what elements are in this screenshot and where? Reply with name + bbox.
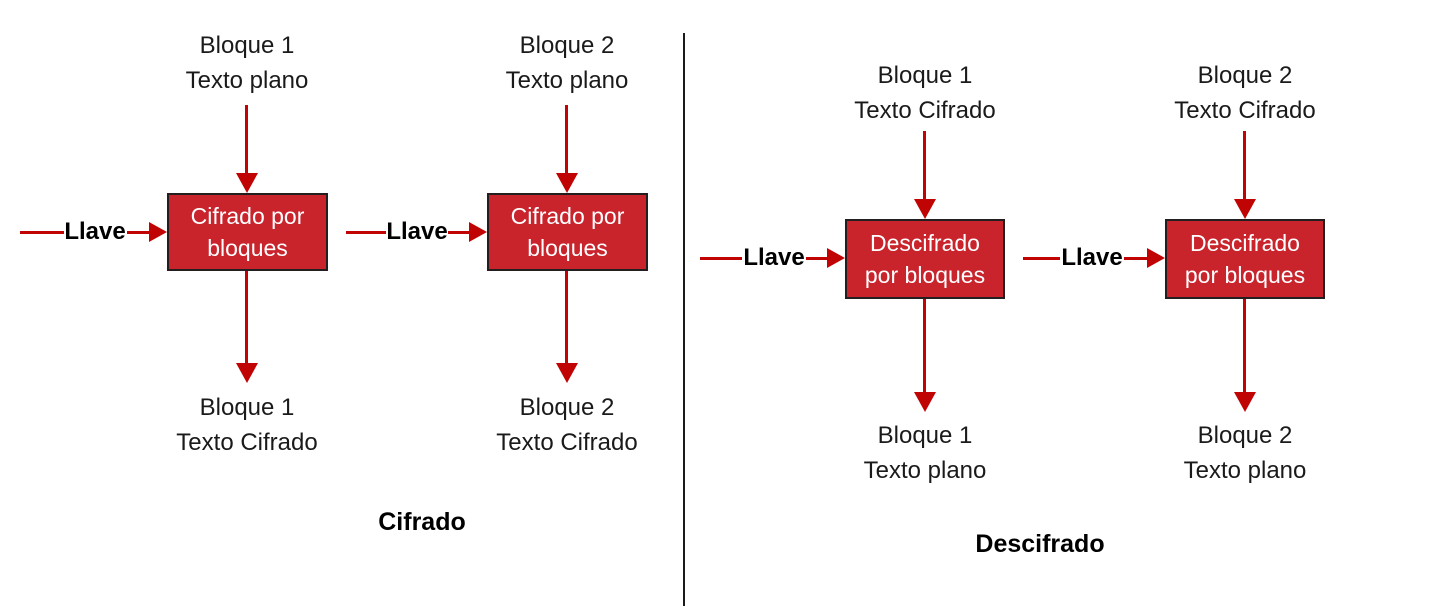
block-label-line: Texto plano <box>1183 457 1307 484</box>
decryption-col2-input-label: Bloque 2 Texto Cifrado <box>1145 58 1345 128</box>
block-label-line: Texto Cifrado <box>1174 97 1316 124</box>
box-label-line: por bloques <box>1184 262 1306 288</box>
encryption-col2-output-label: Bloque 2 Texto Cifrado <box>467 390 667 460</box>
encryption-caption: Cifrado <box>378 508 466 536</box>
block-label-line: Texto plano <box>185 67 309 94</box>
encryption-box-2: Cifrado por bloques <box>487 193 648 271</box>
down-arrowhead-icon <box>1234 392 1256 412</box>
block-label-line: Bloque 1 <box>877 62 973 89</box>
key-arrow-line <box>448 231 470 234</box>
down-arrow-line <box>923 299 926 393</box>
down-arrow-line <box>565 105 568 175</box>
key-arrow-line <box>127 231 150 234</box>
encryption-col2-input-label: Bloque 2 Texto plano <box>467 28 667 98</box>
key-label: Llave <box>743 244 805 271</box>
decryption-box-1: Descifrado por bloques <box>845 219 1005 299</box>
right-arrowhead-icon <box>827 248 845 268</box>
block-label-line: Texto plano <box>863 457 987 484</box>
key-label: Llave <box>1061 244 1123 271</box>
decryption-caption: Descifrado <box>975 530 1105 558</box>
key-arrow-line <box>806 257 827 260</box>
down-arrowhead-icon <box>236 363 258 383</box>
key-label: Llave <box>386 218 448 245</box>
encryption-col1-output-label: Bloque 1 Texto Cifrado <box>147 390 347 460</box>
box-label-line: bloques <box>207 235 288 261</box>
encryption-col1-input-label: Bloque 1 Texto plano <box>147 28 347 98</box>
right-arrowhead-icon <box>469 222 487 242</box>
box-label-line: bloques <box>527 235 608 261</box>
box-label-line: por bloques <box>864 262 986 288</box>
down-arrow-line <box>565 271 568 364</box>
down-arrowhead-icon <box>556 363 578 383</box>
down-arrow-line <box>245 271 248 364</box>
decryption-col1-output-label: Bloque 1 Texto plano <box>825 418 1025 488</box>
key-arrow-line <box>1124 257 1147 260</box>
box-label-line: Descifrado <box>1190 230 1300 256</box>
decryption-col1-input-label: Bloque 1 Texto Cifrado <box>825 58 1025 128</box>
down-arrowhead-icon <box>556 173 578 193</box>
block-label-line: Bloque 2 <box>1197 62 1293 89</box>
block-label-line: Bloque 1 <box>199 32 295 59</box>
right-arrowhead-icon <box>149 222 167 242</box>
down-arrow-line <box>923 131 926 200</box>
block-label-line: Texto Cifrado <box>176 429 318 456</box>
block-label-line: Bloque 2 <box>519 394 615 421</box>
box-label-line: Cifrado por <box>510 203 625 229</box>
down-arrowhead-icon <box>236 173 258 193</box>
block-label-line: Bloque 2 <box>1197 422 1293 449</box>
key-arrow-line <box>1023 257 1060 260</box>
block-label-line: Bloque 1 <box>877 422 973 449</box>
down-arrowhead-icon <box>914 392 936 412</box>
down-arrow-line <box>1243 299 1246 393</box>
down-arrow-line <box>1243 131 1246 200</box>
block-label-line: Texto Cifrado <box>854 97 996 124</box>
decryption-col2-output-label: Bloque 2 Texto plano <box>1145 418 1345 488</box>
box-label-line: Cifrado por <box>190 203 305 229</box>
encryption-box-1: Cifrado por bloques <box>167 193 328 271</box>
key-arrow-line <box>346 231 386 234</box>
key-arrow-line <box>20 231 64 234</box>
down-arrowhead-icon <box>1234 199 1256 219</box>
key-arrow-line <box>700 257 742 260</box>
panel-divider-line <box>683 33 685 606</box>
down-arrowhead-icon <box>914 199 936 219</box>
key-label: Llave <box>64 218 126 245</box>
block-label-line: Bloque 2 <box>519 32 615 59</box>
down-arrow-line <box>245 105 248 175</box>
block-label-line: Texto plano <box>505 67 629 94</box>
box-label-line: Descifrado <box>870 230 980 256</box>
block-label-line: Bloque 1 <box>199 394 295 421</box>
decryption-box-2: Descifrado por bloques <box>1165 219 1325 299</box>
block-label-line: Texto Cifrado <box>496 429 638 456</box>
right-arrowhead-icon <box>1147 248 1165 268</box>
